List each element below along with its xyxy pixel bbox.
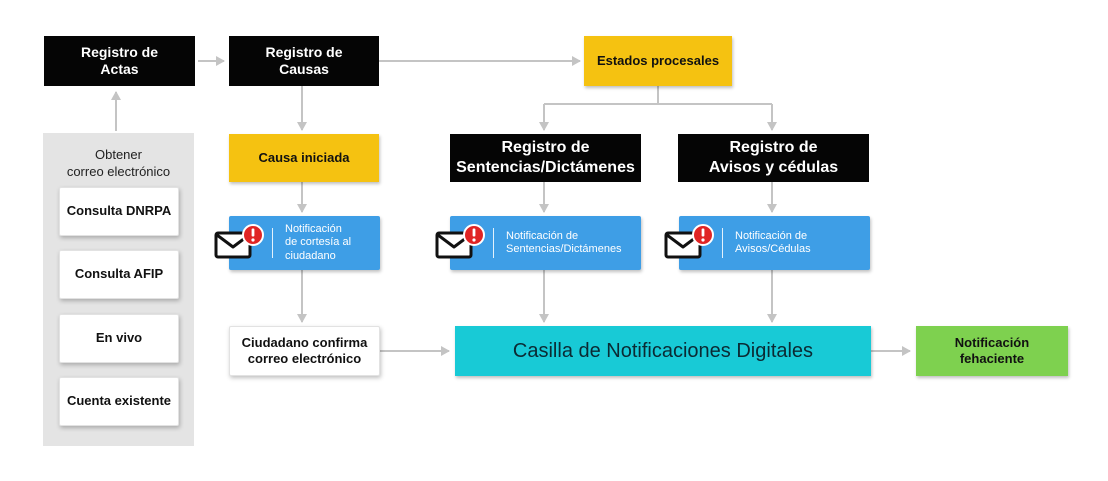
- envelope-alert-icon: [214, 224, 264, 259]
- panel-item-label: Cuenta existente: [66, 393, 172, 409]
- panel-item-label: En vivo: [95, 330, 143, 346]
- registro-actas-node: Registro de Actas: [44, 36, 195, 86]
- registro-sentencias-node: Registro de Sentencias/Dictámenes: [450, 134, 641, 182]
- registro-causas-label: Registro de Causas: [265, 43, 343, 78]
- notif-cortesia-label: Notificación de cortesía al ciudadano: [285, 223, 352, 262]
- panel-item-afip: Consulta AFIP: [59, 250, 179, 299]
- notif-fehaciente-label: Notificación fehaciente: [954, 334, 1030, 366]
- notif-avisos-node: Notificación de Avisos/Cédulas: [679, 216, 870, 270]
- registro-avisos-label: Registro de Avisos y cédulas: [708, 139, 839, 176]
- ciudadano-confirma-label: Ciudadano confirma correo electrónico: [241, 334, 368, 366]
- ciudadano-confirma-node: Ciudadano confirma correo electrónico: [229, 326, 380, 376]
- estados-procesales-label: Estados procesales: [596, 52, 720, 68]
- causa-iniciada-node: Causa iniciada: [229, 134, 379, 182]
- notif-separator: [722, 228, 723, 258]
- envelope-alert-icon: [435, 224, 485, 259]
- panel-item-en-vivo: En vivo: [59, 314, 179, 363]
- notif-sentencias-label: Notificación de Sentencias/Dictámenes: [506, 229, 622, 255]
- panel-title: Obtener correo electrónico: [66, 147, 171, 179]
- registro-sentencias-label: Registro de Sentencias/Dictámenes: [456, 139, 635, 176]
- casilla-node: Casilla de Notificaciones Digitales: [455, 326, 871, 376]
- casilla-label: Casilla de Notificaciones Digitales: [512, 339, 814, 362]
- panel-item-label: Consulta DNRPA: [66, 203, 172, 219]
- notif-separator: [272, 228, 273, 258]
- panel-item-cuenta-existente: Cuenta existente: [59, 377, 179, 426]
- notif-separator: [493, 228, 494, 258]
- estados-procesales-node: Estados procesales: [584, 36, 732, 86]
- registro-causas-node: Registro de Causas: [229, 36, 379, 86]
- panel-item-label: Consulta AFIP: [74, 266, 164, 282]
- notif-avisos-label: Notificación de Avisos/Cédulas: [735, 229, 811, 255]
- envelope-alert-icon: [664, 224, 714, 259]
- registro-actas-label: Registro de Actas: [80, 43, 158, 78]
- obtener-correo-panel: Obtener correo electrónico Consulta DNRP…: [43, 133, 194, 446]
- notif-sentencias-node: Notificación de Sentencias/Dictámenes: [450, 216, 641, 270]
- causa-iniciada-label: Causa iniciada: [258, 149, 350, 165]
- registro-avisos-node: Registro de Avisos y cédulas: [678, 134, 869, 182]
- panel-item-dnrpa: Consulta DNRPA: [59, 187, 179, 236]
- notif-fehaciente-node: Notificación fehaciente: [916, 326, 1068, 376]
